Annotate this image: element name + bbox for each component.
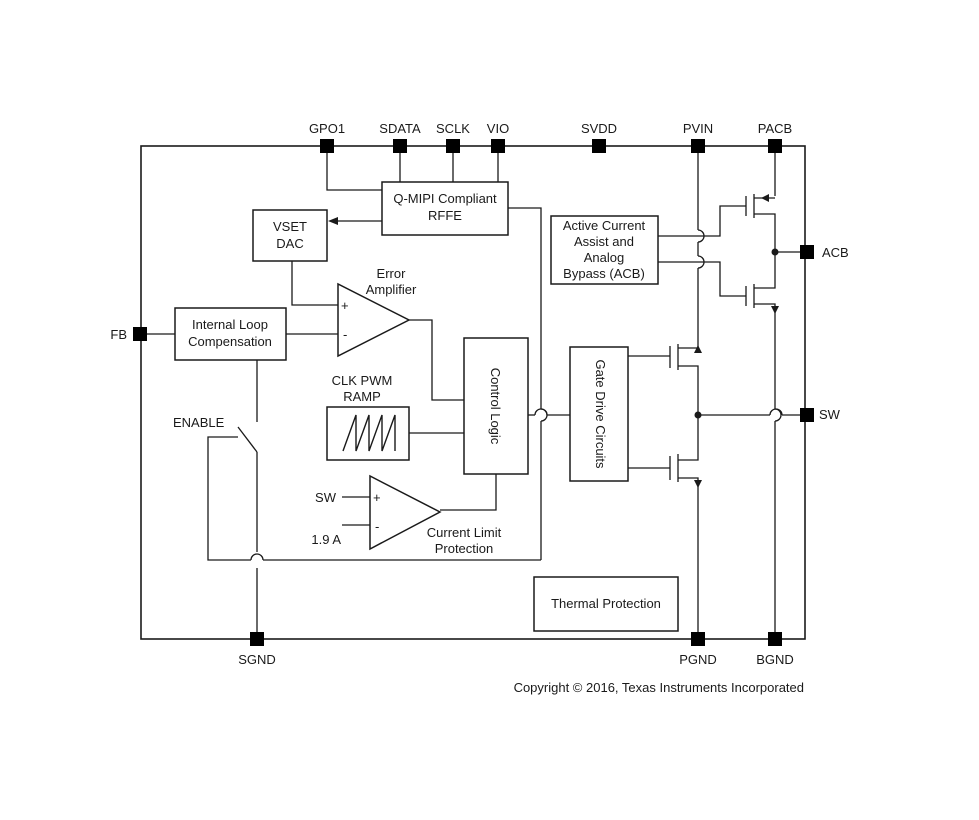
loop-compensation-block: Internal Loop Compensation [174,307,287,361]
pin-pgnd: PGND [679,632,717,667]
current-limit-comparator: + - SW 1.9 A Current Limit Protection [311,474,502,556]
ramp-generator: CLK PWM RAMP [326,373,410,461]
error-amplifier: + - Error Amplifier [337,266,417,358]
svg-text:ACB: ACB [822,245,849,260]
error-amp-minus: - [343,327,347,342]
control-logic-block: Control Logic [463,337,529,475]
copyright-text: Copyright © 2016, Texas Instruments Inco… [514,680,804,695]
pin-sclk: SCLK [436,121,470,153]
pin-svdd: SVDD [581,121,617,153]
pin-sdata: SDATA [379,121,421,153]
vset-label-2: DAC [276,236,303,251]
svg-text:SVDD: SVDD [581,121,617,136]
acb-label-4: Bypass (ACB) [563,266,645,281]
loop-label-1: Internal Loop [192,317,268,332]
arrow-head [328,217,338,225]
pin-pacb: PACB [758,121,792,153]
rffe-block: Q-MIPI Compliant RFFE [381,181,509,236]
svg-text:SGND: SGND [238,652,276,667]
svg-text:BGND: BGND [756,652,794,667]
thermal-label: Thermal Protection [551,596,661,611]
pin-gpo1: GPO1 [309,121,345,153]
power-stage-wiring [628,146,805,639]
ramp-label-1: CLK PWM [332,373,393,388]
rffe-label-1: Q-MIPI Compliant [393,191,497,206]
gate-drive-block: Gate Drive Circuits [569,346,629,482]
pin-fb: FB [110,327,147,342]
control-loop-wiring [147,261,570,639]
error-amp-plus: + [341,298,349,313]
device-boundary [140,145,806,640]
pin-sw: SW [800,407,841,422]
acb-label-3: Analog [584,250,624,265]
vset-dac-block: VSET DAC [252,209,328,262]
loop-label-2: Compensation [188,334,272,349]
svg-text:PVIN: PVIN [683,121,713,136]
gate-drive-label: Gate Drive Circuits [593,359,608,469]
svg-text:PGND: PGND [679,652,717,667]
climit-label-1: Current Limit [427,525,502,540]
climit-label-2: Protection [435,541,494,556]
climit-ref-label: 1.9 A [311,532,341,547]
climit-minus: - [375,519,379,534]
rffe-label-2: RFFE [428,208,462,223]
ramp-label-2: RAMP [343,389,381,404]
pin-vio: VIO [487,121,509,153]
svg-text:SDATA: SDATA [379,121,421,136]
acb-label-2: Assist and [574,234,634,249]
acb-label-1: Active Current [563,218,646,233]
vset-label-1: VSET [273,219,307,234]
pin-sgnd: SGND [238,632,276,667]
climit-sw-label: SW [315,490,337,505]
acb-block: Active Current Assist and Analog Bypass … [550,215,659,285]
control-logic-label: Control Logic [488,368,503,445]
svg-text:SW: SW [819,407,841,422]
sawtooth-icon [342,414,396,452]
svg-text:PACB: PACB [758,121,792,136]
error-amp-label-1: Error [377,266,407,281]
pin-acb: ACB [800,245,849,260]
svg-text:SCLK: SCLK [436,121,470,136]
svg-text:FB: FB [110,327,127,342]
climit-plus: + [373,490,381,505]
thermal-protection-block: Thermal Protection [533,576,679,632]
enable-label: ENABLE [173,415,225,430]
svg-text:VIO: VIO [487,121,509,136]
pin-bgnd: BGND [756,632,794,667]
pin-pvin: PVIN [683,121,713,153]
svg-text:GPO1: GPO1 [309,121,345,136]
error-amp-label-2: Amplifier [366,282,417,297]
